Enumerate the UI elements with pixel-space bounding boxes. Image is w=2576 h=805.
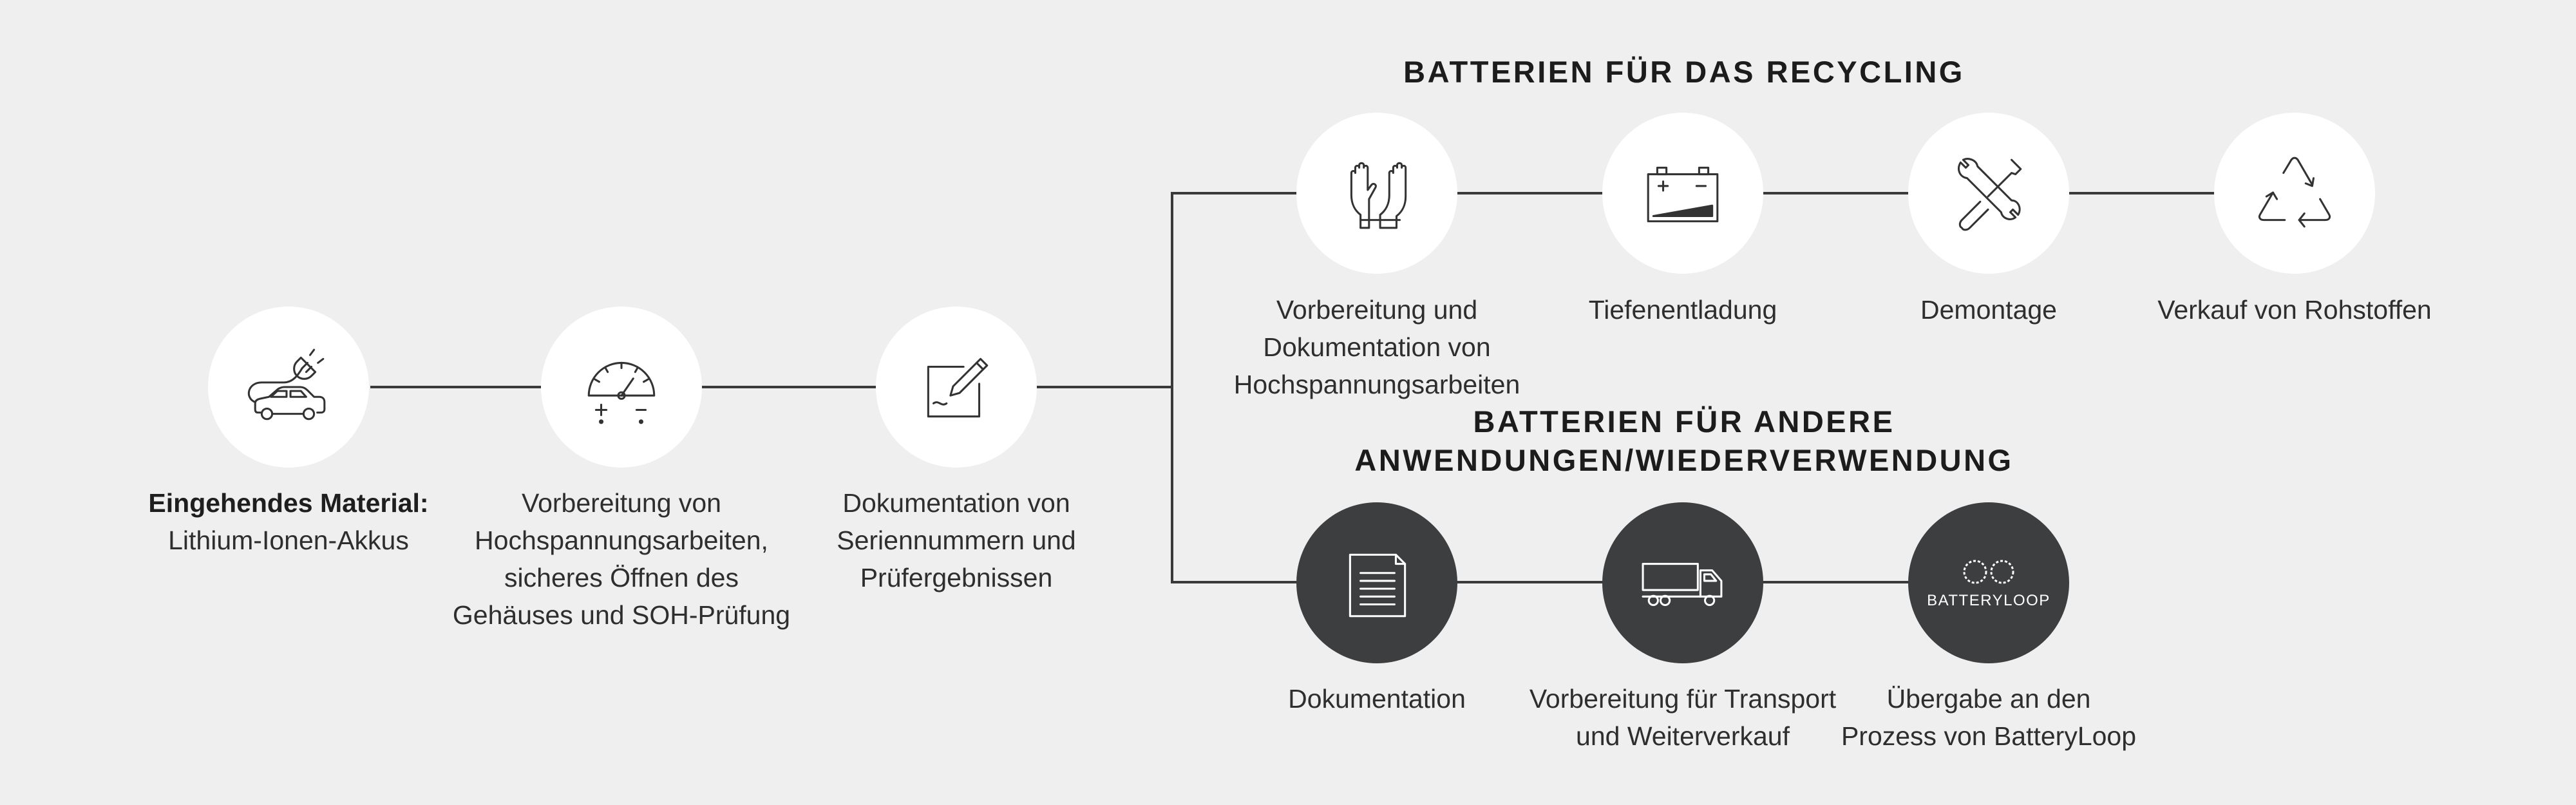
recycling-section-title: BATTERIEN FÜR DAS RECYCLING [1403,55,1965,89]
connector-main-1 [370,386,541,388]
connector-branch-top [1171,192,1296,194]
node-batteryloop-handover: BATTERYLOOP [1908,502,2069,663]
node-transport-preparation [1602,502,1763,663]
label-documentation: Dokumentation [1288,684,1466,714]
recycle-icon [2258,156,2331,228]
connector-reuse-2 [1761,581,1909,583]
label-raw-material-sale: Verkauf von Rohstoffen [2157,295,2432,325]
truck-icon [1642,563,1723,607]
gloves-icon [1350,162,1407,229]
label-incoming-material: Eingehendes Material: Lithium-Ionen-Akku… [148,488,429,555]
node-hv-preparation [541,307,702,468]
connector-recycling-1 [1455,192,1604,194]
connector-recycling-3 [2067,192,2215,194]
connector-main-3 [1037,386,1173,388]
battery-discharge-icon [1647,166,1719,223]
reuse-section-title: BATTERIEN FÜR ANDERE ANWENDUNGEN/WIEDERV… [1354,404,2014,477]
connector-recycling-2 [1761,192,1909,194]
car-charging-icon [247,348,326,421]
node-recycling-hv-preparation [1296,113,1457,274]
label-dismantling: Demontage [1920,295,2057,325]
document-icon [1349,553,1406,618]
node-documentation [1296,502,1457,663]
note-pencil-icon [927,357,989,418]
node-deep-discharge [1602,113,1763,274]
node-raw-material-sale [2214,113,2375,274]
label-batteryloop-handover: Übergabe an den Prozess von BatteryLoop [1841,684,2137,751]
batteryloop-logo-icon: BATTERYLOOP [1927,556,2050,610]
batteryloop-logo-text: BATTERYLOOP [1927,592,2050,609]
label-deep-discharge: Tiefenentladung [1588,295,1777,325]
tools-icon [1958,158,2022,231]
label-hv-preparation: Vorbereitung von Hochspannungsarbeiten, … [452,488,791,630]
connector-main-2 [702,386,876,388]
label-recycling-hv-preparation: Vorbereitung und Dokumentation von Hochs… [1233,295,1520,399]
connector-branch-bottom [1171,581,1296,583]
label-transport-preparation: Vorbereitung für Transport und Weiterver… [1529,684,1837,751]
label-serial-documentation: Dokumentation von Seriennummern und Prüf… [837,488,1076,592]
connector-reuse-1 [1455,581,1604,583]
node-dismantling [1908,113,2069,274]
connector-branch-vertical [1171,192,1173,583]
node-serial-documentation [876,307,1037,468]
node-incoming-material [208,307,369,468]
voltmeter-icon [587,361,656,424]
